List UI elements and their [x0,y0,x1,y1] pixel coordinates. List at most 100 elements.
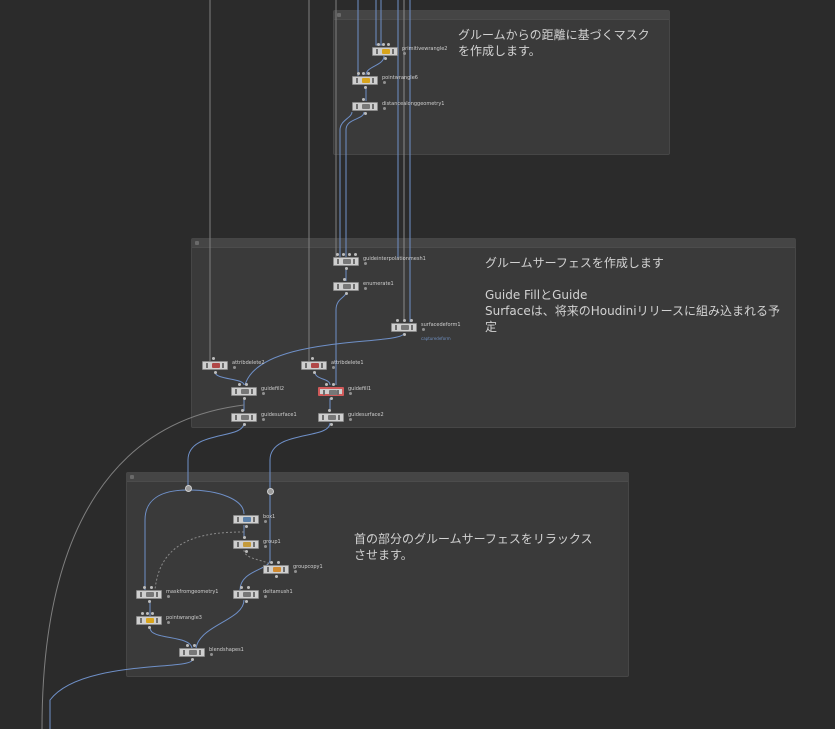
input-connector[interactable] [270,561,273,564]
input-connector[interactable] [362,72,365,75]
input-connector[interactable] [382,43,385,46]
network-box-groom-surface[interactable] [191,238,796,428]
node-guidefill2[interactable]: guidefill2 [231,383,284,400]
output-connector[interactable] [313,371,316,374]
input-connector[interactable] [243,536,246,539]
node-body[interactable] [318,387,344,396]
input-connector[interactable] [241,409,244,412]
node-body[interactable] [233,540,259,549]
input-connector[interactable] [357,72,360,75]
output-connector[interactable] [345,267,348,270]
output-connector[interactable] [345,292,348,295]
node-guidesurface1[interactable]: guidesurface1 [231,409,297,426]
node-attribdelete1[interactable]: attribdelete1 [301,357,364,374]
display-flag[interactable] [383,107,386,110]
node-attribdelete2[interactable]: attribdelete2 [202,357,265,374]
node-body[interactable] [372,47,398,56]
node-body[interactable] [233,590,259,599]
display-flag[interactable] [264,595,267,598]
network-box-header[interactable] [192,239,795,248]
display-flag[interactable] [383,81,386,84]
output-connector[interactable] [245,525,248,528]
input-connector[interactable] [342,253,345,256]
node-box1[interactable]: box1 [233,514,275,528]
input-connector[interactable] [311,357,314,360]
input-connector[interactable] [247,586,250,589]
collapse-icon[interactable] [130,475,134,479]
node-body[interactable] [231,413,257,422]
node-distancealonggeometry1[interactable]: distancealonggeometry1 [352,98,444,115]
output-connector[interactable] [243,397,246,400]
network-box-header[interactable] [127,473,628,482]
input-connector[interactable] [343,278,346,281]
dot-node[interactable] [267,488,274,495]
input-connector[interactable] [362,98,365,101]
display-flag[interactable] [167,621,170,624]
output-connector[interactable] [384,57,387,60]
input-connector[interactable] [396,319,399,322]
input-connector[interactable] [354,253,357,256]
output-connector[interactable] [364,86,367,89]
dot-node[interactable] [185,485,192,492]
output-connector[interactable] [275,575,278,578]
output-connector[interactable] [245,600,248,603]
network-box-distance-mask[interactable] [333,10,670,155]
output-connector[interactable] [148,600,151,603]
input-connector[interactable] [193,644,196,647]
output-connector[interactable] [245,550,248,553]
node-body[interactable] [136,616,162,625]
input-connector[interactable] [245,383,248,386]
node-body[interactable] [136,590,162,599]
input-connector[interactable] [143,586,146,589]
node-body[interactable] [352,102,378,111]
display-flag[interactable] [264,545,267,548]
display-flag[interactable] [167,595,170,598]
input-connector[interactable] [146,612,149,615]
node-body[interactable] [301,361,327,370]
input-connector[interactable] [141,612,144,615]
display-flag[interactable] [349,392,352,395]
node-blendshapes1[interactable]: blendshapes1 [179,644,244,661]
display-flag[interactable] [403,52,406,55]
input-connector[interactable] [348,253,351,256]
node-body[interactable] [263,565,289,574]
output-connector[interactable] [148,626,151,629]
collapse-icon[interactable] [337,13,341,17]
display-flag[interactable] [349,418,352,421]
output-connector[interactable] [330,423,333,426]
node-primitivewrangle2[interactable]: primitivewrangle2 [372,43,447,60]
input-connector[interactable] [387,43,390,46]
display-flag[interactable] [262,418,265,421]
display-flag[interactable] [332,366,335,369]
input-connector[interactable] [403,319,406,322]
input-connector[interactable] [240,586,243,589]
node-guidesurface2[interactable]: guidesurface2 [318,409,384,426]
input-connector[interactable] [410,319,413,322]
display-flag[interactable] [264,520,267,523]
input-connector[interactable] [238,383,241,386]
input-connector[interactable] [367,72,370,75]
node-group1[interactable]: group1 [233,536,281,553]
input-connector[interactable] [325,383,328,386]
input-connector[interactable] [151,612,154,615]
node-guideinterpolationmesh1[interactable]: guideinterpolationmesh1 [333,253,426,270]
node-maskfromgeometry1[interactable]: maskfromgeometry1 [136,586,218,603]
node-pointwrangle3[interactable]: pointwrangle3 [136,612,202,629]
output-connector[interactable] [364,112,367,115]
node-body[interactable] [233,515,259,524]
output-connector[interactable] [243,423,246,426]
sticky-note-groom-surface[interactable]: グルームサーフェスを作成します Guide FillとGuide Surface… [485,256,780,334]
input-connector[interactable] [277,561,280,564]
output-connector[interactable] [330,397,333,400]
input-connector[interactable] [332,383,335,386]
network-box-relax[interactable] [126,472,629,677]
node-body[interactable] [318,413,344,422]
node-body[interactable] [179,648,205,657]
input-connector[interactable] [186,644,189,647]
input-connector[interactable] [336,253,339,256]
output-connector[interactable] [403,333,406,336]
display-flag[interactable] [233,366,236,369]
display-flag[interactable] [294,570,297,573]
node-enumerate1[interactable]: enumerate1 [333,278,394,295]
input-connector[interactable] [212,357,215,360]
